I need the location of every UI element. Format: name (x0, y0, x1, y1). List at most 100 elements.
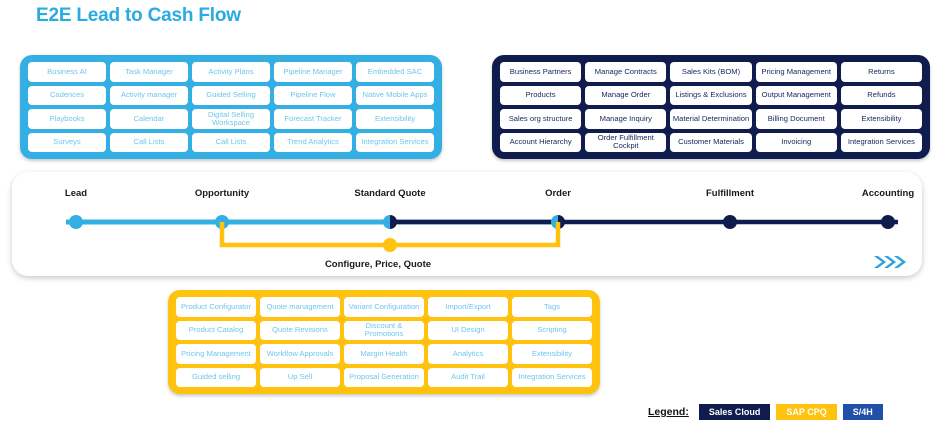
capability-tile[interactable]: Native Mobile Apps (356, 85, 434, 105)
capability-tile[interactable]: Calendar (110, 109, 188, 129)
capability-tile[interactable]: Customer Materials (670, 132, 752, 152)
capability-tile[interactable]: Extensibility (512, 344, 592, 364)
capability-tile[interactable]: Sales Kits (BOM) (670, 62, 752, 82)
capability-tile[interactable]: Output Management (755, 85, 837, 105)
capability-tile[interactable]: Margin Health (344, 344, 424, 364)
capability-tile[interactable]: Call Lists (192, 132, 270, 152)
capability-tile[interactable]: Billing Document (755, 109, 837, 129)
timeline-node-accounting[interactable] (881, 215, 895, 229)
capability-tile[interactable]: Product Catalog (176, 320, 256, 340)
timeline-stage-label: Opportunity (194, 188, 250, 199)
capability-tile[interactable]: Task Manager (110, 62, 188, 82)
capability-tile[interactable]: Proposal Generation (344, 367, 424, 387)
capability-tile[interactable]: Discount & Promotions (344, 320, 424, 340)
timeline-stage-label: Fulfillment (705, 188, 755, 199)
capability-tile[interactable]: Extensibility (356, 109, 434, 129)
capability-tile[interactable]: Audit Trail (428, 367, 508, 387)
capability-tile[interactable]: Digital Selling Workspace (192, 109, 270, 129)
capability-tile[interactable]: Listings & Exclusions (670, 85, 752, 105)
capability-tile[interactable]: Order Fulfillment Cockpit (585, 132, 667, 152)
capability-tile[interactable]: Guided selling (176, 367, 256, 387)
capability-tile[interactable]: Forecast Tracker (274, 109, 352, 129)
capability-tile[interactable]: Pipeline Flow (274, 85, 352, 105)
capability-tile[interactable]: Account Hierarchy (500, 132, 582, 152)
capability-tile[interactable]: Scripting (512, 320, 592, 340)
timeline-node-standard-quote[interactable] (383, 215, 397, 229)
capability-tile[interactable]: Manage Inquiry (585, 109, 667, 129)
capability-tile[interactable]: Surveys (28, 132, 106, 152)
capability-tile[interactable]: Manage Order (585, 85, 667, 105)
capability-tile[interactable]: Refunds (840, 85, 923, 105)
capability-tile[interactable]: Workflow Approvals (260, 344, 340, 364)
capability-tile[interactable]: Product Configurator (176, 297, 256, 317)
capability-tile[interactable]: Business Partners (500, 62, 582, 82)
capability-tile[interactable]: Returns (840, 62, 923, 82)
capability-tile[interactable]: Trend Analytics (274, 132, 352, 152)
capability-tile[interactable]: Up Sell (260, 367, 340, 387)
timeline-stage-label: Standard Quote (354, 188, 426, 199)
timeline-stage-label: Accounting (861, 188, 915, 199)
timeline-stage-label: Lead (64, 188, 88, 199)
legend-chip: Sales Cloud (698, 404, 771, 420)
capability-tile[interactable]: Business AI (28, 62, 106, 82)
capability-tile[interactable]: Quote Revisions (260, 320, 340, 340)
cpq-branch-label: Configure, Price, Quote (324, 259, 432, 270)
capability-tile[interactable]: Activity Plans (192, 62, 270, 82)
legend-title: Legend: (648, 406, 689, 418)
capability-tile[interactable]: Quote management (260, 297, 340, 317)
legend-chip: SAP CPQ (776, 404, 837, 420)
capability-tile[interactable]: Variant Configuration (344, 297, 424, 317)
capability-tile[interactable]: Integration Services (840, 132, 923, 152)
cpq-branch-bracket (219, 222, 561, 252)
capability-tile[interactable]: Activity manager (110, 85, 188, 105)
capability-tile[interactable]: UI Design (428, 320, 508, 340)
page-title: E2E Lead to Cash Flow (36, 5, 241, 26)
capability-tile[interactable]: Material Determination (670, 109, 752, 129)
capability-tile[interactable]: Manage Contracts (585, 62, 667, 82)
timeline-svg (66, 215, 898, 229)
capability-tile[interactable]: Pipeline Manager (274, 62, 352, 82)
timeline-node-cpq[interactable] (383, 238, 397, 252)
capability-tile[interactable]: Products (500, 85, 582, 105)
capability-tile[interactable]: Playbooks (28, 109, 106, 129)
capability-tile[interactable]: Analytics (428, 344, 508, 364)
capability-tile[interactable]: Extensibility (840, 109, 923, 129)
capability-tile[interactable]: Pricing Management (755, 62, 837, 82)
capability-tile[interactable]: Integration Services (512, 367, 592, 387)
chevrons-right-icon (872, 254, 912, 275)
capability-tile[interactable]: Integration Services (356, 132, 434, 152)
timeline-node-lead[interactable] (69, 215, 83, 229)
timeline-node-fulfillment[interactable] (723, 215, 737, 229)
legend-chip: S/4H (842, 404, 883, 420)
legend: Legend: Sales Cloud SAP CPQ S/4H (648, 404, 883, 420)
capability-tile[interactable]: Guided Selling (192, 85, 270, 105)
timeline-track: Lead Opportunity Standard Quote Order Fulfil… (12, 172, 922, 276)
capability-tile[interactable]: Pricing Management (176, 344, 256, 364)
timeline-card: Lead Opportunity Standard Quote Order Fulfil… (12, 172, 922, 276)
capability-tile[interactable]: Embedded SAC (356, 62, 434, 82)
capability-tile[interactable]: Import/Export (428, 297, 508, 317)
capability-tile[interactable]: Invoicing (755, 132, 837, 152)
capability-tile[interactable]: Sales org structure (500, 109, 582, 129)
capability-tile[interactable]: Call Lists (110, 132, 188, 152)
capability-tile[interactable]: Tags (512, 297, 592, 317)
capability-tile[interactable]: Cadences (28, 85, 106, 105)
timeline-stage-label: Order (545, 188, 571, 199)
